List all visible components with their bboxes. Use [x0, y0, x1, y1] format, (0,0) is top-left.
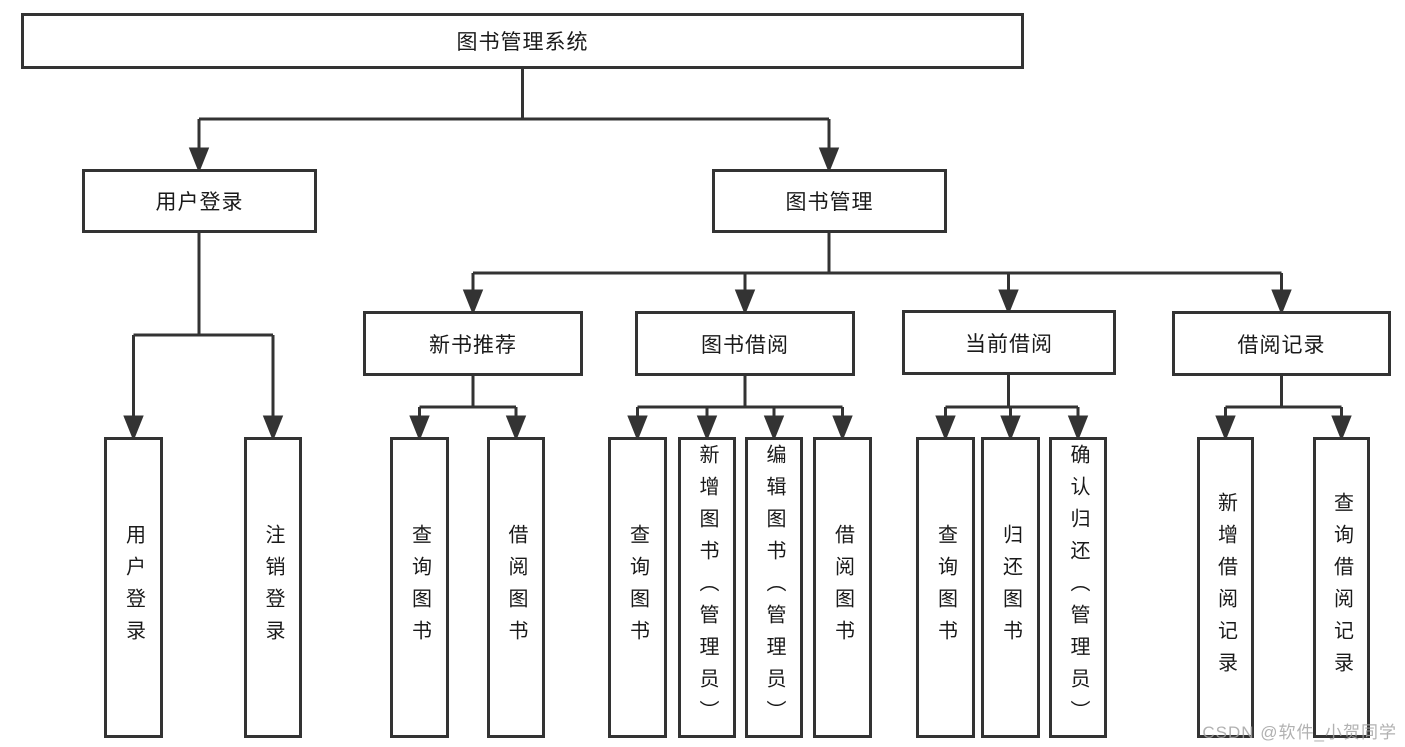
- arrowhead-icon: [462, 289, 484, 316]
- arrowhead-icon: [734, 289, 756, 316]
- node-new-book-rec: 新书推荐: [363, 311, 583, 376]
- node-leaf-bb-add-books-admin: 新增图书（管理员）: [678, 437, 736, 738]
- node-leaf-nbr-borrow-books: 借阅图书: [487, 437, 545, 738]
- edge-current-borrow-to-children: [935, 375, 1089, 442]
- node-leaf-bb-edit-books-admin: 编辑图书（管理员）: [745, 437, 803, 738]
- arrowhead-icon: [696, 415, 718, 442]
- node-leaf-cb-return-books: 归还图书: [981, 437, 1040, 738]
- arrowhead-icon: [505, 415, 527, 442]
- node-leaf-nbr-borrow-books-label: 借阅图书: [505, 523, 527, 652]
- arrowhead-icon: [409, 415, 430, 442]
- arrowhead-icon: [1067, 415, 1089, 442]
- node-root: 图书管理系统: [21, 13, 1024, 69]
- node-leaf-bb-add-books-admin-label: 新增图书（管理员）: [696, 443, 718, 732]
- node-leaf-nbr-query-books-label: 查询图书: [408, 523, 431, 652]
- node-leaf-cb-return-books-label: 归还图书: [999, 523, 1022, 652]
- node-leaf-cb-query-books: 查询图书: [916, 437, 975, 738]
- arrowhead-icon: [188, 147, 210, 174]
- arrowhead-icon: [123, 415, 144, 442]
- node-current-borrow-label: 当前借阅: [965, 332, 1053, 356]
- edge-book-mgmt-to-level2: [462, 233, 1292, 316]
- node-new-book-rec-label: 新书推荐: [429, 333, 517, 357]
- node-leaf-bb-edit-books-admin-label: 编辑图书（管理员）: [763, 443, 785, 732]
- node-leaf-cb-query-books-label: 查询图书: [934, 523, 957, 652]
- node-leaf-bb-query-books-label: 查询图书: [626, 523, 649, 652]
- node-leaf-cb-confirm-return-admin-label: 确认归还（管理员）: [1067, 443, 1089, 732]
- arrowhead-icon: [763, 415, 785, 442]
- node-borrow-records: 借阅记录: [1172, 311, 1391, 376]
- node-leaf-br-add-record-label: 新增借阅记录: [1214, 491, 1237, 684]
- node-book-mgmt-label: 图书管理: [785, 191, 874, 214]
- node-book-borrow-label: 图书借阅: [701, 333, 789, 357]
- node-borrow-records-label: 借阅记录: [1237, 333, 1326, 357]
- node-leaf-user-login-label: 用户登录: [122, 523, 145, 652]
- node-leaf-bb-borrow-books: 借阅图书: [813, 437, 872, 738]
- node-leaf-nbr-query-books: 查询图书: [390, 437, 449, 738]
- arrowhead-icon: [832, 415, 853, 442]
- arrowhead-icon: [935, 415, 956, 442]
- arrowhead-icon: [818, 147, 840, 174]
- edge-root-to-level1: [188, 69, 840, 174]
- node-leaf-logout: 注销登录: [244, 437, 302, 738]
- edge-book-borrow-to-children: [627, 376, 853, 442]
- edge-borrow-records-to-children: [1215, 376, 1352, 442]
- node-root-label: 图书管理系统: [456, 31, 589, 54]
- arrowhead-icon: [627, 415, 648, 442]
- arrowhead-icon: [1331, 415, 1352, 442]
- arrowhead-icon: [1271, 289, 1292, 316]
- node-book-mgmt: 图书管理: [712, 169, 947, 233]
- arrowhead-icon: [1000, 415, 1021, 442]
- node-leaf-bb-query-books: 查询图书: [608, 437, 667, 738]
- arrowhead-icon: [998, 289, 1019, 316]
- node-leaf-br-add-record: 新增借阅记录: [1197, 437, 1254, 738]
- arrowhead-icon: [262, 415, 284, 442]
- node-leaf-br-query-record-label: 查询借阅记录: [1330, 491, 1353, 684]
- edge-new-book-rec-to-children: [409, 376, 527, 442]
- arrowhead-icon: [1215, 415, 1236, 442]
- csdn-watermark: CSDN @软件_小贺同学: [1202, 723, 1397, 742]
- node-book-borrow: 图书借阅: [635, 311, 855, 376]
- node-leaf-logout-label: 注销登录: [262, 523, 284, 652]
- edge-user-login-to-children: [123, 233, 284, 442]
- node-leaf-cb-confirm-return-admin: 确认归还（管理员）: [1049, 437, 1107, 738]
- node-leaf-bb-borrow-books-label: 借阅图书: [831, 523, 854, 652]
- node-current-borrow: 当前借阅: [902, 310, 1116, 375]
- node-user-login: 用户登录: [82, 169, 317, 233]
- node-leaf-br-query-record: 查询借阅记录: [1313, 437, 1370, 738]
- node-user-login-label: 用户登录: [155, 191, 244, 214]
- node-leaf-user-login: 用户登录: [104, 437, 163, 738]
